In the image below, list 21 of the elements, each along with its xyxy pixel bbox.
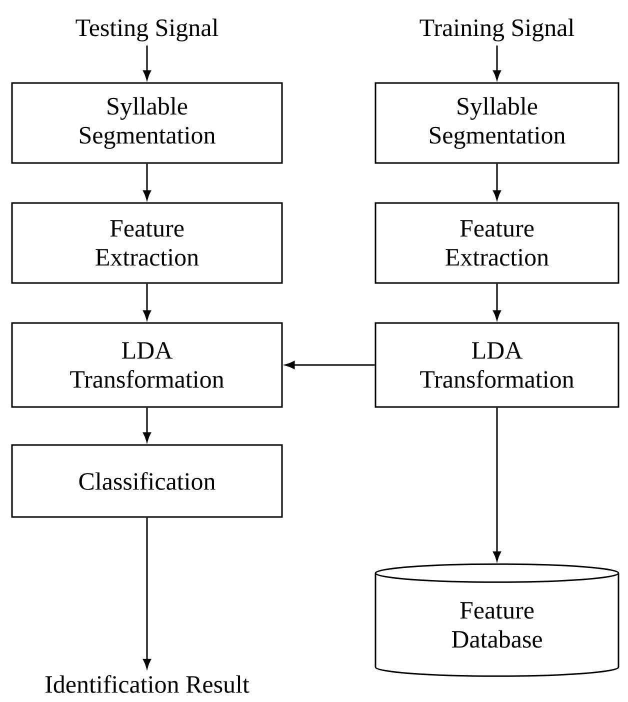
database-cylinder: Feature Database — [374, 563, 620, 677]
arrow — [493, 164, 501, 200]
arrow — [143, 164, 151, 200]
process-box: LDA Transformation — [374, 322, 620, 408]
arrow — [143, 518, 151, 669]
process-box: LDA Transformation — [11, 322, 283, 408]
arrow — [143, 46, 151, 80]
signal-label: Testing Signal — [76, 18, 218, 42]
arrow — [493, 284, 501, 320]
arrow — [285, 361, 375, 369]
arrow — [143, 408, 151, 442]
signal-label: Training Signal — [420, 18, 574, 42]
process-box: Syllable Segmentation — [374, 82, 620, 164]
signal-label: Identification Result — [46, 675, 250, 693]
arrow — [143, 284, 151, 320]
arrow — [493, 46, 501, 80]
process-box: Syllable Segmentation — [11, 82, 283, 164]
process-box: Feature Extraction — [374, 202, 620, 284]
process-box: Classification — [11, 444, 283, 518]
process-box: Feature Extraction — [11, 202, 283, 284]
arrow — [493, 408, 501, 562]
